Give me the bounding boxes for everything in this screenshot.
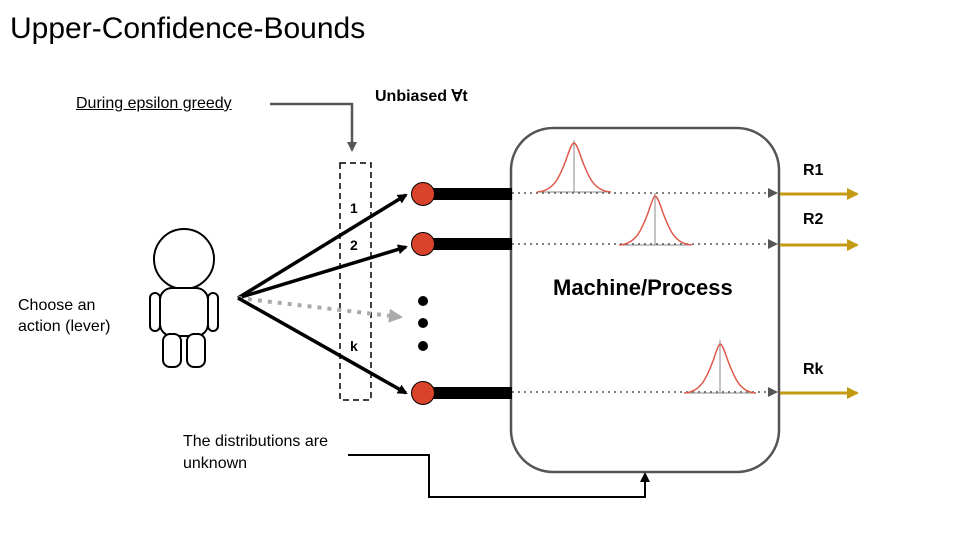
- lever-knob-2[interactable]: [411, 232, 435, 256]
- normal-distribution-icon: [536, 140, 612, 193]
- arrow-to-lever-k: [237, 296, 408, 395]
- epsilon-connector: [270, 102, 357, 152]
- ellipsis-dots-icon: [418, 296, 428, 351]
- reward-label-2: R2: [803, 211, 824, 228]
- distribution-note: The distributions are unknown: [183, 433, 328, 472]
- reward-label-1: R1: [803, 162, 824, 179]
- unbiased-label: Unbiased ∀t: [375, 88, 468, 105]
- normal-distribution-icon: [618, 193, 693, 246]
- lever-number-k: k: [350, 338, 358, 354]
- person-icon: [149, 228, 219, 368]
- lever-knob-1[interactable]: [411, 182, 435, 206]
- normal-distribution-icon: [683, 340, 757, 394]
- distribution-connector: [348, 454, 650, 498]
- page-title: Upper-Confidence-Bounds: [10, 12, 366, 45]
- arrow-to-lever-dots: [237, 296, 403, 323]
- lever-shaft-2: [432, 238, 512, 250]
- lever-selection-box: [339, 162, 372, 401]
- lever-shaft-k: [432, 387, 512, 399]
- agent-label: Choose an action (lever): [18, 297, 111, 335]
- arrow-to-lever-2: [237, 244, 408, 300]
- reward-label-k: Rk: [803, 361, 824, 378]
- arrow-to-lever-1: [237, 193, 408, 300]
- lever-number-2: 2: [350, 237, 358, 253]
- lever-number-1: 1: [350, 200, 358, 216]
- machine-label: Machine/Process: [553, 275, 733, 300]
- epsilon-greedy-label[interactable]: During epsilon greedy: [76, 95, 232, 112]
- lever-knob-k[interactable]: [411, 381, 435, 405]
- lever-shaft-1: [432, 188, 512, 200]
